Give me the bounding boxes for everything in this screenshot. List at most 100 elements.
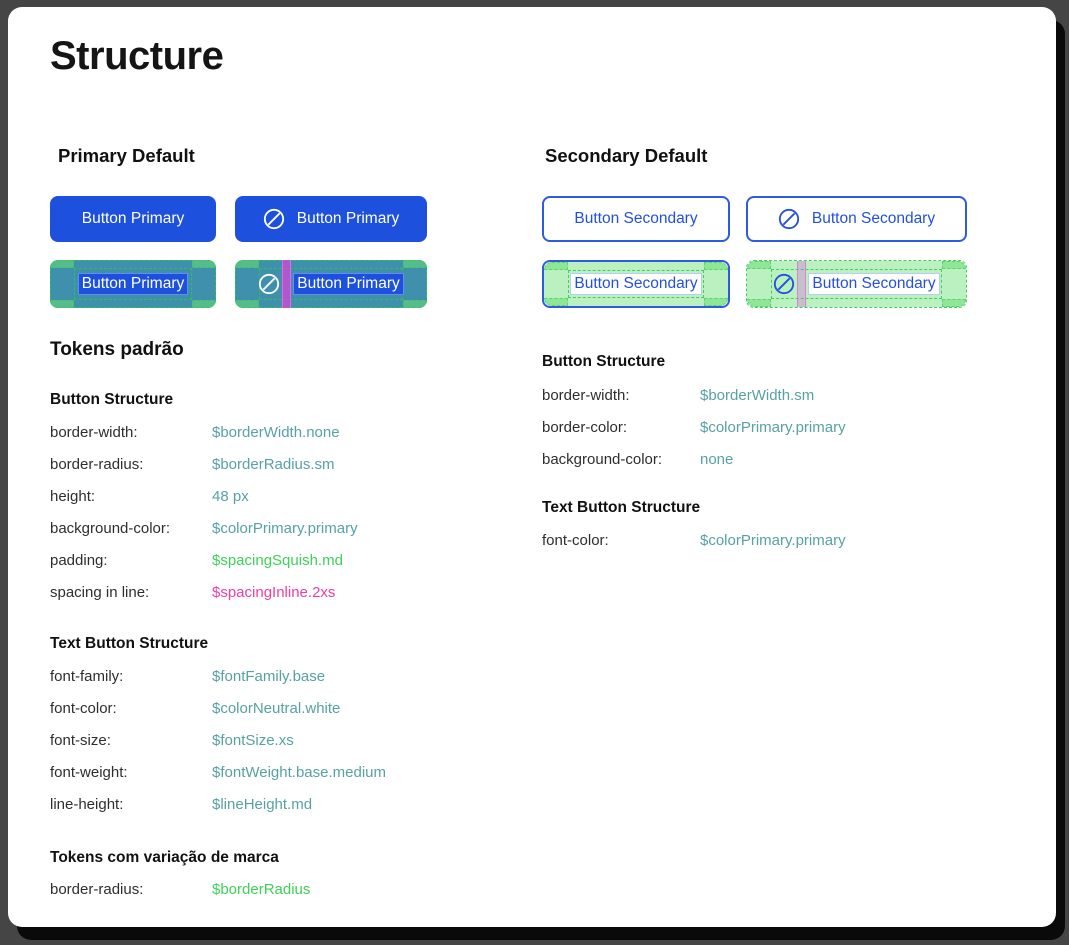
token-label: background-color:: [50, 520, 171, 537]
token-row: border-radius: $borderRadius: [50, 881, 542, 899]
redline-button-label: Button Primary: [293, 273, 404, 295]
token-row: font-color: $colorNeutral.white: [50, 700, 542, 718]
button-secondary-with-icon[interactable]: Button Secondary: [746, 196, 967, 242]
block-icon: [258, 273, 280, 295]
token-value: $colorPrimary.primary: [700, 532, 846, 549]
button-secondary-label: Button Secondary: [811, 210, 936, 227]
primary-default-heading: Primary Default: [58, 145, 195, 166]
padding-corner: [235, 300, 259, 308]
token-value: $borderRadius: [212, 881, 311, 898]
token-row: font-weight: $fontWeight.base.medium: [50, 764, 542, 782]
token-row: padding: $spacingSquish.md: [50, 552, 542, 570]
primary-redline-row: Button Primary Button Primary: [50, 260, 542, 308]
token-row: spacing in line: $spacingInline.2xs: [50, 584, 542, 602]
token-value: $colorNeutral.white: [212, 700, 341, 717]
token-label: height:: [50, 488, 96, 505]
token-label: font-color:: [50, 700, 117, 717]
primary-column: Primary Default Button Primary Button Pr…: [50, 146, 542, 899]
padding-corner: [192, 260, 216, 268]
token-value: $borderRadius.sm: [212, 456, 335, 473]
token-value: $borderWidth.sm: [700, 387, 815, 404]
token-label: padding:: [50, 552, 108, 569]
token-row: height: 48 px: [50, 488, 542, 506]
redline-button-primary-with-icon: Button Primary: [235, 260, 427, 308]
token-row: font-size: $fontSize.xs: [50, 732, 542, 750]
page-title: Structure: [50, 34, 224, 78]
token-value: 48 px: [212, 488, 249, 505]
token-value: $borderWidth.none: [212, 424, 340, 441]
redline-button-primary: Button Primary: [50, 260, 216, 308]
padding-corner: [704, 298, 728, 306]
block-icon: [778, 208, 800, 230]
token-label: spacing in line:: [50, 584, 150, 601]
padding-corner: [235, 260, 259, 268]
token-label: border-width:: [542, 387, 630, 404]
section-title-tokens-variacao: Tokens com variação de marca: [50, 849, 279, 866]
token-label: font-weight:: [50, 764, 128, 781]
button-secondary-label: Button Secondary: [574, 210, 698, 227]
spacing-inline-overlay: [797, 261, 807, 307]
block-icon: [773, 273, 795, 295]
token-value: $spacingInline.2xs: [212, 584, 336, 601]
padding-corner: [704, 262, 728, 270]
token-value: $spacingSquish.md: [212, 552, 343, 569]
token-label: border-radius:: [50, 456, 144, 473]
token-label: line-height:: [50, 796, 124, 813]
padding-corner: [50, 260, 74, 268]
secondary-column: Secondary Default Button Secondary Butto…: [542, 146, 1056, 550]
token-label: border-width:: [50, 424, 138, 441]
token-row: background-color: $colorPrimary.primary: [50, 520, 542, 538]
section-title-button-structure: Button Structure: [542, 353, 666, 370]
primary-button-row: Button Primary Button Primary: [50, 196, 542, 242]
token-label: font-color:: [542, 532, 609, 549]
token-value: none: [700, 451, 734, 468]
padding-corner: [50, 300, 74, 308]
button-primary-label: Button Primary: [81, 210, 185, 227]
token-value: $colorPrimary.primary: [700, 419, 846, 436]
block-icon: [263, 208, 285, 230]
token-value: $fontWeight.base.medium: [212, 764, 386, 781]
token-label: border-color:: [542, 419, 628, 436]
token-value: $fontFamily.base: [212, 668, 326, 685]
button-primary-label: Button Primary: [296, 210, 400, 227]
token-value: $fontSize.xs: [212, 732, 294, 749]
button-primary[interactable]: Button Primary: [50, 196, 216, 242]
padding-corner: [747, 299, 771, 307]
content-columns: Primary Default Button Primary Button Pr…: [50, 146, 1056, 899]
padding-corner: [403, 260, 427, 268]
redline-button-label: Button Primary: [77, 273, 189, 295]
spacing-inline-overlay: [282, 260, 292, 308]
tokens-padrao-heading: Tokens padrão: [50, 339, 184, 360]
token-label: background-color:: [542, 451, 663, 468]
padding-corner: [544, 298, 568, 306]
padding-corner: [942, 299, 966, 307]
button-secondary[interactable]: Button Secondary: [542, 196, 730, 242]
token-label: font-family:: [50, 668, 124, 685]
padding-corner: [544, 262, 568, 270]
token-row: line-height: $lineHeight.md: [50, 796, 542, 814]
redline-button-label: Button Secondary: [808, 273, 940, 295]
token-value: $colorPrimary.primary: [212, 520, 358, 537]
secondary-default-heading: Secondary Default: [545, 145, 708, 166]
redline-button-secondary-with-icon: Button Secondary: [746, 260, 967, 308]
token-label: border-radius:: [50, 881, 144, 898]
redline-button-label: Button Secondary: [570, 273, 702, 295]
token-row: background-color: none: [542, 451, 1056, 469]
padding-corner: [192, 300, 216, 308]
token-label: font-size:: [50, 732, 111, 749]
token-row: border-color: $colorPrimary.primary: [542, 419, 1056, 437]
section-title-text-button-structure: Text Button Structure: [542, 499, 701, 516]
secondary-redline-row: Button Secondary Button Secondary: [542, 260, 1056, 308]
secondary-button-row: Button Secondary Button Secondary: [542, 196, 1056, 242]
padding-corner: [747, 261, 771, 269]
token-row: font-color: $colorPrimary.primary: [542, 532, 1056, 550]
token-row: border-radius: $borderRadius.sm: [50, 456, 542, 474]
padding-corner: [942, 261, 966, 269]
token-row: border-width: $borderWidth.sm: [542, 387, 1056, 405]
padding-corner: [403, 300, 427, 308]
page-card: Structure Primary Default Button Primary…: [8, 7, 1056, 927]
token-row: font-family: $fontFamily.base: [50, 668, 542, 686]
button-primary-with-icon[interactable]: Button Primary: [235, 196, 427, 242]
token-value: $lineHeight.md: [212, 796, 313, 813]
section-title-button-structure: Button Structure: [50, 391, 174, 408]
